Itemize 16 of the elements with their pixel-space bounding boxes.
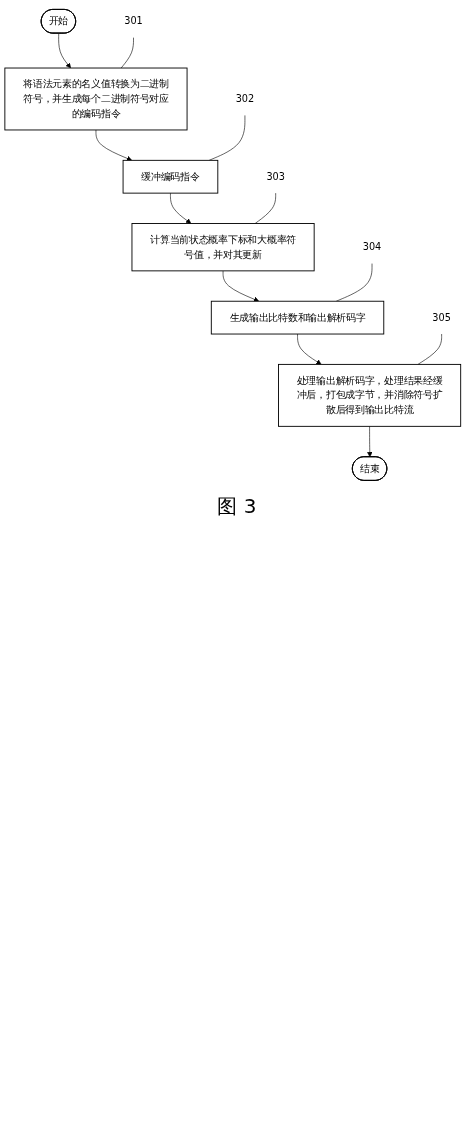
node-text: 301 [124,15,143,27]
connector [120,37,134,69]
node-text: 303 [266,170,285,183]
node-box: 生成输出比特数和输出解析码字 [210,300,385,335]
connector [208,115,246,161]
node-text: 305 [432,311,451,324]
node-text: 302 [235,92,255,105]
connector [335,263,373,302]
node-box: 计算当前状态概率下标和大概率符号值，并对其更新 [131,223,315,272]
connector [254,192,276,224]
figure-caption: 图 3 [216,493,258,521]
node-box: 缓冲编码指令 [122,159,219,194]
connector [417,333,442,365]
node-box: 将语法元素的名义值转换为二进制符号，并生成每个二进制符号对应的编码指令 [4,67,188,131]
node-text: 304 [362,241,382,253]
node-box: 处理输出解析码字，处理结果经缓冲后，打包成字节，并消除符号扩散后得到输出比特流 [278,363,462,427]
